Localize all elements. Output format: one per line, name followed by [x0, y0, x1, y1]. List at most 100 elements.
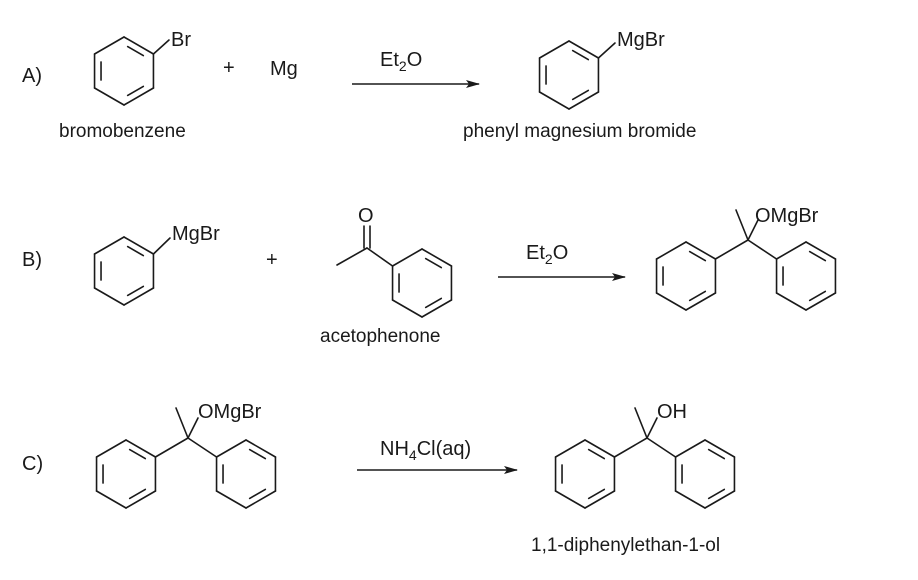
compound-name-1-1-diphenylethan-1-ol: 1,1-diphenylethan-1-ol — [531, 535, 720, 556]
ring-bond — [554, 439, 586, 458]
double-bond-inner — [424, 297, 443, 309]
c-mg-bond — [597, 42, 616, 59]
double-bond-inner — [424, 257, 443, 269]
ring-bond — [125, 439, 157, 458]
ring-bond — [95, 439, 127, 458]
benzene-ring — [674, 439, 736, 509]
compound-name-phenyl-magnesium-bromide: phenyl magnesium bromide — [463, 121, 696, 142]
ring-bond — [538, 40, 570, 59]
ring-bond — [421, 299, 453, 318]
ring-bond — [584, 490, 616, 509]
ring-bond — [685, 241, 717, 260]
ring-bond — [685, 292, 717, 311]
double-bond-inner — [128, 488, 147, 500]
c-o-bond — [187, 417, 199, 439]
double-bond-inner — [587, 488, 606, 500]
ring-bond — [95, 490, 127, 509]
molecule-phenyl-magnesium-bromide — [93, 236, 171, 306]
reaction-c: C) OMgBr NH4Cl(aq) OH 1,1-diphenylethan-… — [22, 401, 736, 556]
reactant-mg: Mg — [270, 58, 298, 80]
ring-bond — [674, 439, 706, 458]
c-c-bond — [366, 247, 394, 267]
reaction-label-c: C) — [22, 453, 43, 475]
ring-bond — [123, 36, 155, 55]
ring-bond — [215, 490, 247, 509]
benzene-ring — [775, 241, 837, 311]
ring-bond — [123, 236, 155, 255]
c-br-bond — [152, 39, 170, 55]
plus-sign: + — [266, 249, 278, 271]
benzene-ring — [95, 439, 157, 509]
c-aryl-bond — [747, 239, 778, 260]
molecule-phenyl-magnesium-bromide — [538, 40, 616, 110]
double-bond-inner — [248, 448, 267, 460]
ring-bond — [421, 248, 453, 267]
double-bond-inner — [808, 290, 827, 302]
double-bond-inner — [587, 448, 606, 460]
double-bond-inner — [707, 488, 726, 500]
ring-bond — [568, 91, 600, 110]
reagent-b: Et2O — [526, 242, 568, 267]
atom-label-o: O — [358, 205, 374, 227]
benzene-ring — [93, 36, 155, 106]
reaction-label-b: B) — [22, 249, 42, 271]
benzene-ring — [215, 439, 277, 509]
compound-name-acetophenone: acetophenone — [320, 326, 440, 347]
ring-bond — [538, 91, 570, 110]
benzene-ring — [655, 241, 717, 311]
c-mg-bond — [152, 237, 171, 255]
ring-bond — [123, 87, 155, 106]
ring-bond — [655, 241, 687, 260]
double-bond-inner — [571, 49, 590, 61]
ring-bond — [391, 248, 423, 267]
ring-bond — [125, 490, 157, 509]
atom-label-br: Br — [171, 29, 191, 51]
molecule-bromobenzene — [93, 36, 170, 106]
atom-label-omgbr: OMgBr — [198, 401, 262, 423]
double-bond-inner — [571, 89, 590, 101]
ring-bond — [674, 490, 706, 509]
ring-bond — [775, 292, 807, 311]
ring-bond — [93, 287, 125, 306]
c-aryl-bond — [646, 437, 677, 458]
molecule-magnesium-alkoxide — [655, 209, 837, 311]
atom-label-mgbr: MgBr — [172, 223, 220, 245]
c-o-bond — [646, 417, 658, 439]
double-bond-inner — [126, 245, 145, 257]
ring-bond — [805, 241, 837, 260]
c-aryl-bond — [714, 239, 749, 260]
double-bond-inner — [128, 448, 147, 460]
methyl-bond — [735, 209, 749, 241]
atom-label-mgbr: MgBr — [617, 29, 665, 51]
double-bond-inner — [126, 85, 145, 97]
c-aryl-bond — [154, 437, 189, 458]
ring-bond — [93, 87, 125, 106]
reagent-c: NH4Cl(aq) — [380, 438, 471, 463]
reaction-b: B) MgBr + O acetophenone Et2O OMgBr — [22, 205, 837, 347]
double-bond-inner — [808, 250, 827, 262]
double-bond-inner — [126, 285, 145, 297]
double-bond-inner — [126, 45, 145, 57]
methyl-bond — [336, 247, 368, 266]
ring-bond — [245, 490, 277, 509]
reaction-label-a: A) — [22, 65, 42, 87]
methyl-bond — [634, 407, 648, 439]
atom-label-omgbr: OMgBr — [755, 205, 819, 227]
ring-bond — [704, 490, 736, 509]
methyl-bond — [175, 407, 189, 439]
compound-name-bromobenzene: bromobenzene — [59, 121, 186, 142]
ring-bond — [554, 490, 586, 509]
ring-bond — [93, 236, 125, 255]
ring-bond — [123, 287, 155, 306]
double-bond-inner — [707, 448, 726, 460]
ring-bond — [655, 292, 687, 311]
reagent-a: Et2O — [380, 49, 422, 74]
double-bond-inner — [688, 290, 707, 302]
benzene-ring — [554, 439, 616, 509]
ring-bond — [245, 439, 277, 458]
ring-bond — [805, 292, 837, 311]
ring-bond — [775, 241, 807, 260]
benzene-ring — [93, 236, 155, 306]
molecule-1-1-diphenylethan-1-ol — [554, 407, 736, 509]
